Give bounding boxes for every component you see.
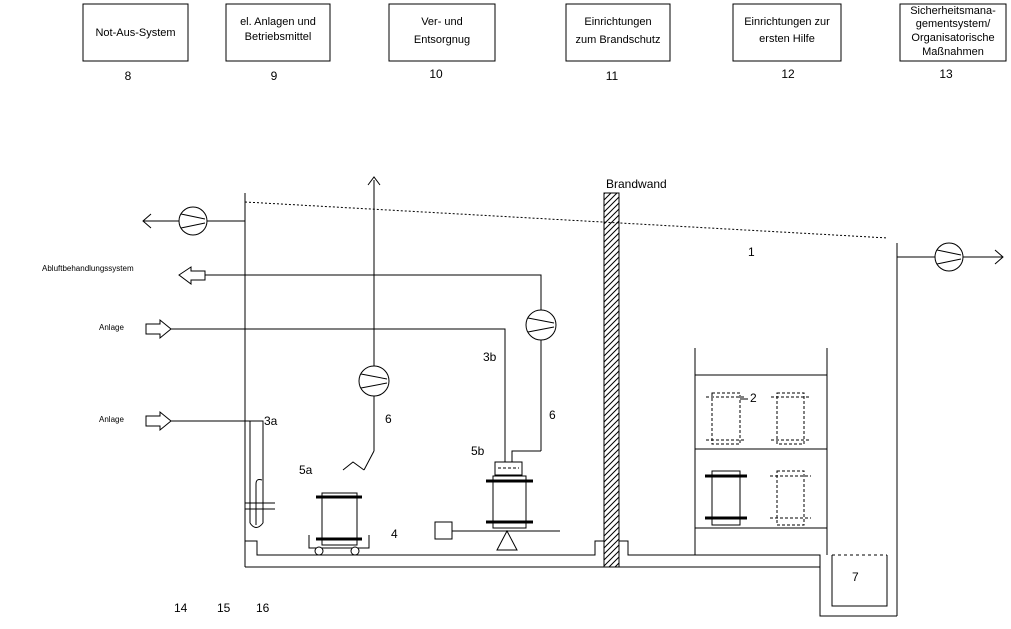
box-label: Not-Aus-System <box>95 27 175 39</box>
drum-5b-icon <box>434 461 560 551</box>
box-label: Ver- und <box>421 16 463 28</box>
box-label: Maßnahmen <box>922 46 984 58</box>
box-label: el. Anlagen und <box>240 16 316 28</box>
drum-5a-icon <box>308 492 370 556</box>
label-6-right: 6 <box>549 408 556 422</box>
pump-right-icon <box>525 309 557 341</box>
box-el-anlagen: el. Anlagen und Betriebsmittel 9 <box>225 3 331 83</box>
label-14: 14 <box>174 601 188 615</box>
box-brandschutz: Einrichtungen zum Brandschutz 11 <box>565 3 671 83</box>
label-1: 1 <box>748 245 755 259</box>
exhaust-fan-right <box>897 242 1004 272</box>
level-sensor-icon <box>245 479 275 528</box>
box-label: gementsystem/ <box>916 18 992 30</box>
anlage-lower-label: Anlage <box>99 415 124 424</box>
label-2: 2 <box>750 391 757 405</box>
box-label: Entsorgnug <box>414 34 470 46</box>
box-label: Einrichtungen zur <box>744 16 830 28</box>
label-3b: 3b <box>483 350 497 364</box>
abluft-arrow-icon <box>178 266 206 285</box>
box-label: ersten Hilfe <box>759 33 815 45</box>
storage-rack <box>694 348 828 555</box>
box-number: 9 <box>271 69 278 83</box>
abluft-label: Abluftbehandlungssystem <box>42 264 134 273</box>
box-not-aus-system: Not-Aus-System 8 <box>82 3 189 83</box>
label-5a: 5a <box>299 463 313 477</box>
piping <box>171 176 542 523</box>
label-5b: 5b <box>471 444 485 458</box>
right-floor <box>619 540 821 568</box>
box-number: 13 <box>939 67 953 81</box>
anlage-upper-arrow-icon <box>145 318 172 340</box>
anlage-lower-arrow-icon <box>145 410 172 432</box>
box-number: 10 <box>429 67 443 81</box>
anlage-upper-label: Anlage <box>99 323 124 332</box>
pit-outer <box>819 567 897 617</box>
exhaust-fan-left <box>142 206 245 236</box>
box-label: zum Brandschutz <box>576 34 661 46</box>
box-sicherheitsmanagement: Sicherheitsmana- gementsystem/ Organisat… <box>899 3 1007 81</box>
label-7: 7 <box>852 570 859 584</box>
pump-left-icon <box>358 365 390 397</box>
box-number: 12 <box>781 67 795 81</box>
box-label: Organisatorische <box>911 32 994 44</box>
label-3a: 3a <box>264 414 278 428</box>
box-ver-und-entsorgung: Ver- und Entsorgnug 10 <box>388 3 496 81</box>
box-label: Einrichtungen <box>584 16 651 28</box>
box-number: 11 <box>606 69 619 83</box>
roof-line <box>244 201 889 239</box>
label-4: 4 <box>391 527 398 541</box>
label-16: 16 <box>256 601 270 615</box>
label-6-left: 6 <box>385 412 392 426</box>
box-number: 8 <box>125 69 132 83</box>
box-label: Sicherheitsmana- <box>910 5 996 17</box>
firewall <box>603 192 620 568</box>
brandwand-label: Brandwand <box>606 177 667 191</box>
pit-inner <box>831 555 888 607</box>
box-erste-hilfe: Einrichtungen zur ersten Hilfe 12 <box>732 3 842 81</box>
label-15: 15 <box>217 601 231 615</box>
box-label: Betriebsmittel <box>245 31 312 43</box>
building-structure <box>244 193 898 617</box>
left-floor-sump <box>245 540 604 556</box>
